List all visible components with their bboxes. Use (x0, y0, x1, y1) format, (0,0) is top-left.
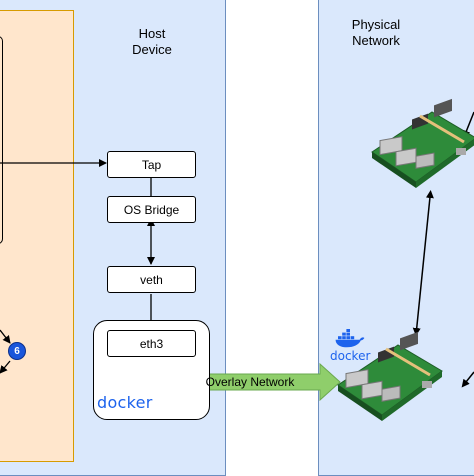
pi-link-arrow (412, 190, 434, 336)
os-bridge-box: OS Bridge (107, 196, 196, 223)
raspberry-pi-board-icon (371, 98, 474, 188)
overlay-network-label: Overlay Network (205, 375, 295, 389)
left-device-panel (0, 10, 74, 462)
docker-logo-text: docker (97, 393, 153, 412)
badge-arrow-up (0, 329, 11, 344)
tap-box: Tap (107, 151, 196, 178)
docker-whale-icon (335, 329, 365, 348)
veth-box: veth (107, 266, 196, 293)
docker-logo-text-small: docker (330, 349, 371, 363)
top-pi-right-arrow (462, 111, 474, 139)
badge-arrow-down (0, 360, 11, 374)
physical-network-title: Physical Network (351, 17, 401, 48)
host-device-title: Host Device (132, 26, 172, 57)
step-badge: 6 (8, 342, 26, 360)
raspberry-pi-board-icon (337, 331, 443, 421)
bottom-pi-right-arrow (461, 371, 474, 388)
eth3-box: eth3 (107, 330, 196, 357)
